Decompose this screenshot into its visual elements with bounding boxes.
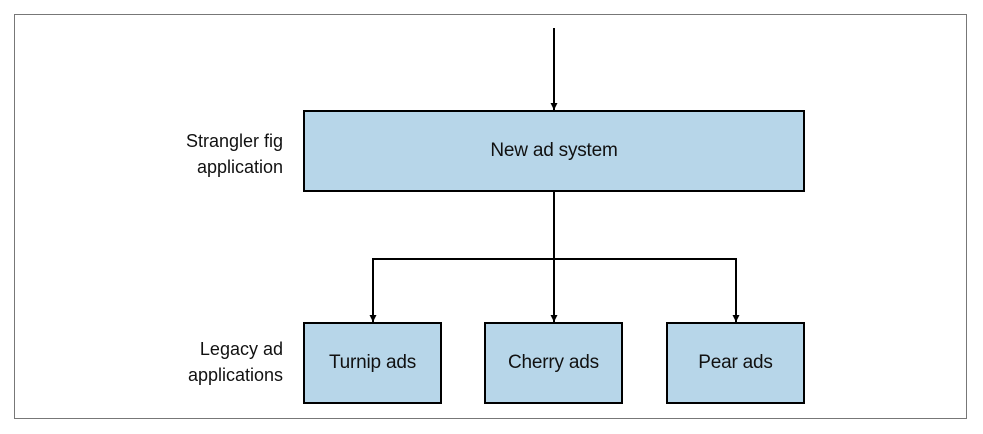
strangler-fig-label-line2: application xyxy=(196,157,283,177)
diagram-frame xyxy=(14,14,967,419)
turnip-ads-label: Turnip ads xyxy=(328,352,417,373)
cherry-ads-label: Cherry ads xyxy=(508,352,599,373)
turnip-ads-box: Turnip ads xyxy=(303,322,442,404)
legacy-ad-label: Legacy ad applications xyxy=(188,336,283,388)
strangler-fig-label-line1: Strangler fig xyxy=(185,131,283,151)
new-ad-system-label: New ad system xyxy=(490,140,618,161)
legacy-ad-label-line2: applications xyxy=(187,365,283,385)
strangler-fig-label: Strangler fig application xyxy=(186,128,283,180)
cherry-ads-box: Cherry ads xyxy=(484,322,623,404)
new-ad-system-box: New ad system xyxy=(303,110,805,192)
pear-ads-box: Pear ads xyxy=(666,322,805,404)
legacy-ad-label-line1: Legacy ad xyxy=(199,339,283,359)
pear-ads-label: Pear ads xyxy=(698,352,773,373)
